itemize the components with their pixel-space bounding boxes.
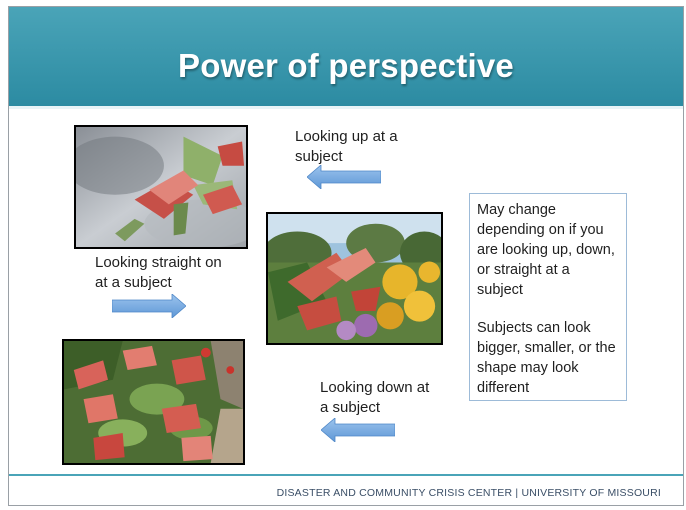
arrow-right-icon xyxy=(112,294,186,318)
title-bar: Power of perspective xyxy=(9,7,683,109)
photo-looking-down xyxy=(62,339,245,465)
note-paragraph-1: May change depending on if you are looki… xyxy=(477,202,615,298)
arrow-left-icon xyxy=(321,418,395,442)
note-box: May change depending on if you are looki… xyxy=(469,193,627,401)
photo-looking-down-image xyxy=(64,341,243,463)
photo-looking-up xyxy=(74,125,248,249)
slide: Power of perspective Looking xyxy=(8,6,684,506)
footer-text: DISASTER AND COMMUNITY CRISIS CENTER | U… xyxy=(276,487,661,499)
note-paragraph-2: Subjects can look bigger, smaller, or th… xyxy=(477,320,616,396)
photo-looking-straight xyxy=(266,212,443,345)
arrow-left-icon xyxy=(307,165,381,189)
slide-title: Power of perspective xyxy=(178,47,514,84)
photo-looking-up-image xyxy=(76,127,246,247)
caption-looking-down: Looking down at a subject xyxy=(320,379,430,416)
caption-looking-up: Looking up at a subject xyxy=(295,128,398,165)
photo-looking-straight-image xyxy=(268,214,441,343)
caption-looking-straight: Looking straight on at a subject xyxy=(95,254,222,291)
footer-divider xyxy=(9,474,683,476)
